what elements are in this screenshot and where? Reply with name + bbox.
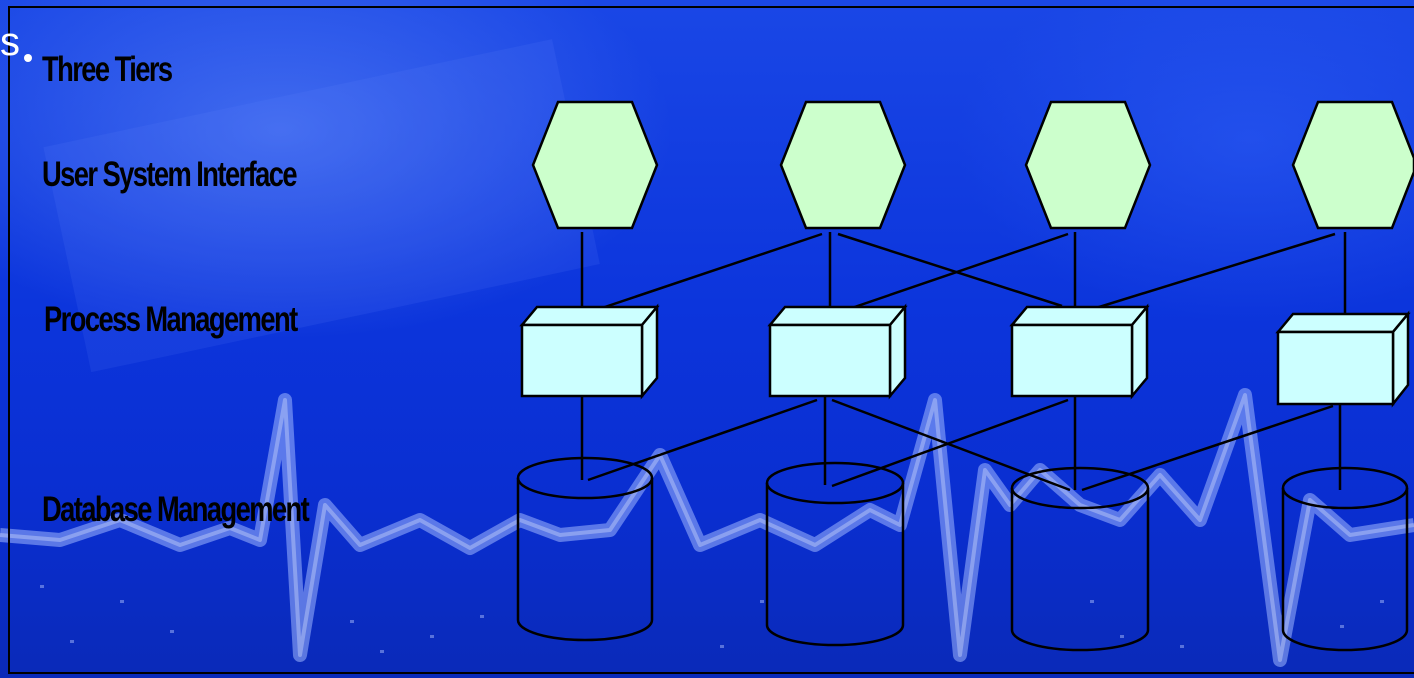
client-hexagon-3 bbox=[1024, 100, 1152, 230]
database-cylinder-2 bbox=[765, 461, 905, 647]
connector-line bbox=[589, 232, 823, 314]
process-box-1 bbox=[519, 303, 660, 400]
connector-line bbox=[831, 398, 1069, 488]
client-hexagon-1 bbox=[531, 100, 659, 230]
database-cylinder-4 bbox=[1281, 466, 1409, 652]
clipped-letter: s bbox=[0, 20, 20, 64]
tier-label-process: Process Management bbox=[44, 300, 298, 339]
connector-line bbox=[587, 398, 818, 482]
tier-label-database: Database Management bbox=[42, 490, 310, 529]
connector-lines bbox=[580, 232, 1347, 492]
database-cylinder-3 bbox=[1010, 466, 1150, 652]
process-box-2 bbox=[767, 303, 908, 400]
connector-line bbox=[1082, 232, 1336, 314]
database-cylinder-1 bbox=[516, 456, 654, 642]
tier-label-user-interface: User System Interface bbox=[42, 155, 298, 194]
connector-line bbox=[839, 232, 1069, 314]
slide-title: Three Tiers bbox=[42, 50, 173, 89]
connector-line bbox=[837, 232, 1063, 308]
bullet-dot bbox=[24, 54, 32, 62]
process-box-4 bbox=[1275, 310, 1411, 408]
process-box-3 bbox=[1009, 303, 1150, 400]
client-hexagon-2 bbox=[779, 100, 907, 230]
client-hexagon-4 bbox=[1291, 100, 1414, 230]
connector-line bbox=[1081, 404, 1334, 492]
